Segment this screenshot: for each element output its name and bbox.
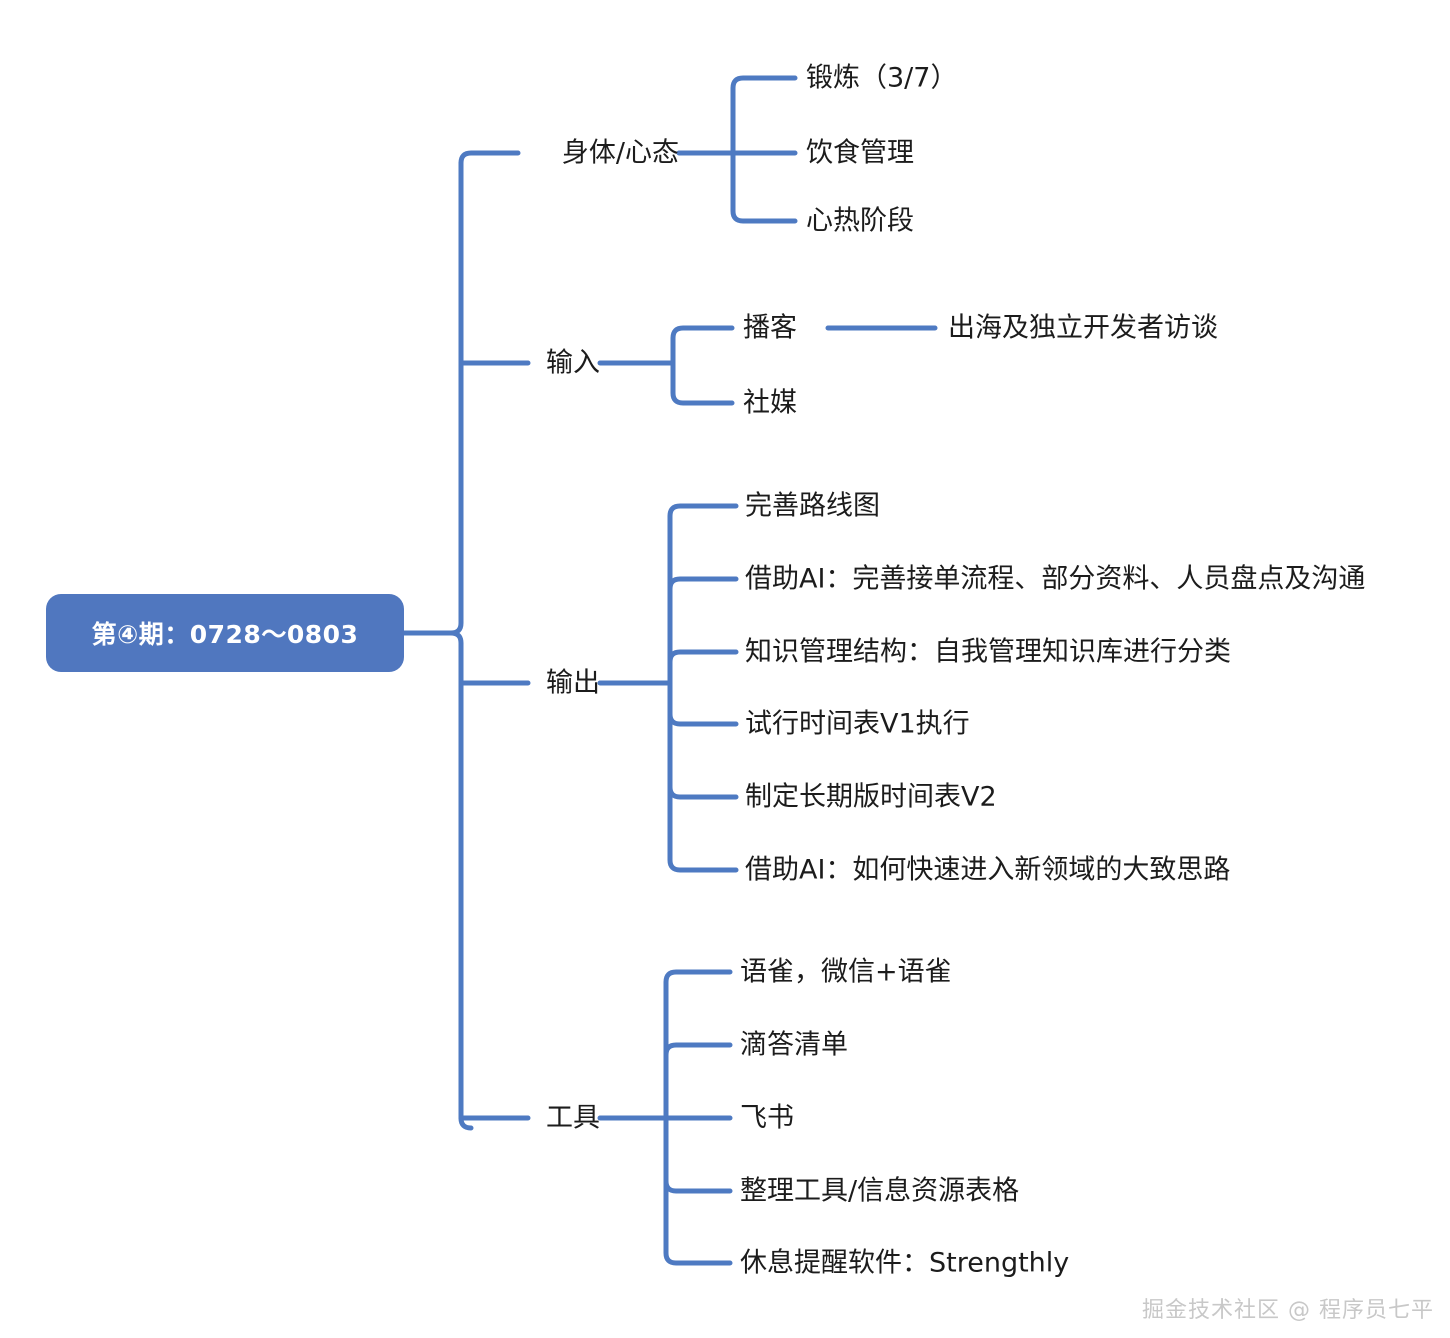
node-tool-resource-table[interactable]: 整理工具/信息资源表格 [740, 1175, 1020, 1207]
wire-trunk-lower [448, 630, 464, 1121]
wire-branch-3-child-5 [667, 680, 739, 800]
node-heart-phase[interactable]: 心热阶段 [806, 205, 914, 237]
node-podcast[interactable]: 播客 [743, 312, 797, 344]
wire-branch-4-child-2 [663, 1042, 733, 1121]
node-ai-new-domain[interactable]: 借助AI：如何快速进入新领域的大致思路 [745, 854, 1231, 886]
branch-label-output[interactable]: 输出 [546, 667, 600, 699]
watermark: 掘金技术社区 @ 程序员七平 [1142, 1298, 1434, 1323]
node-schedule-v1[interactable]: 试行时间表V1执行 [745, 708, 970, 740]
wire-branch-3-child-6 [667, 680, 739, 873]
node-knowledge-structure[interactable]: 知识管理结构：自我管理知识库进行分类 [745, 636, 1231, 668]
branch-label-body-mind[interactable]: 身体/心态 [561, 137, 679, 169]
node-yuque-wechat[interactable]: 语雀，微信+语雀 [740, 956, 952, 988]
node-feishu[interactable]: 飞书 [740, 1102, 794, 1134]
branch-label-tools[interactable]: 工具 [546, 1102, 600, 1134]
wire-branch-2-child-1 [670, 325, 735, 366]
node-break-reminder-app[interactable]: 休息提醒软件：Strengthly [740, 1247, 1070, 1279]
wire-branch-1 [458, 150, 521, 166]
node-diet-management[interactable]: 饮食管理 [806, 137, 914, 169]
node-social-media[interactable]: 社媒 [743, 387, 797, 419]
wire-branch-1-child-3 [730, 150, 798, 224]
wire-branch-4-child-1 [663, 969, 733, 1121]
root-node[interactable]: 第④期：0728～0803 [46, 594, 404, 672]
wire-branch-4-child-4 [663, 1115, 733, 1194]
node-exercise[interactable]: 锻炼（3/7） [806, 62, 958, 94]
wire-branch-2-child-2 [670, 360, 735, 406]
node-overseas-indie-dev-interview[interactable]: 出海及独立开发者访谈 [948, 312, 1218, 344]
wire-branch-3-child-2 [667, 576, 739, 686]
node-refine-roadmap[interactable]: 完善路线图 [745, 490, 880, 522]
root-node-label: 第④期：0728～0803 [91, 620, 359, 649]
branch-label-input[interactable]: 输入 [546, 347, 600, 379]
node-schedule-v2[interactable]: 制定长期版时间表V2 [745, 781, 997, 813]
wire-branch-4-corner [458, 1115, 474, 1131]
wire-branch-3-child-1 [667, 503, 739, 686]
wire-branch-3-child-4 [667, 680, 739, 727]
node-ai-order-process[interactable]: 借助AI：完善接单流程、部分资料、人员盘点及沟通 [745, 563, 1366, 595]
node-dida-todo[interactable]: 滴答清单 [740, 1029, 848, 1061]
wire-trunk-upper [448, 160, 464, 636]
wire-branch-4-child-5 [663, 1115, 733, 1266]
wire-branch-3-child-3 [667, 649, 739, 686]
wire-branch-1-child-1 [730, 75, 798, 156]
